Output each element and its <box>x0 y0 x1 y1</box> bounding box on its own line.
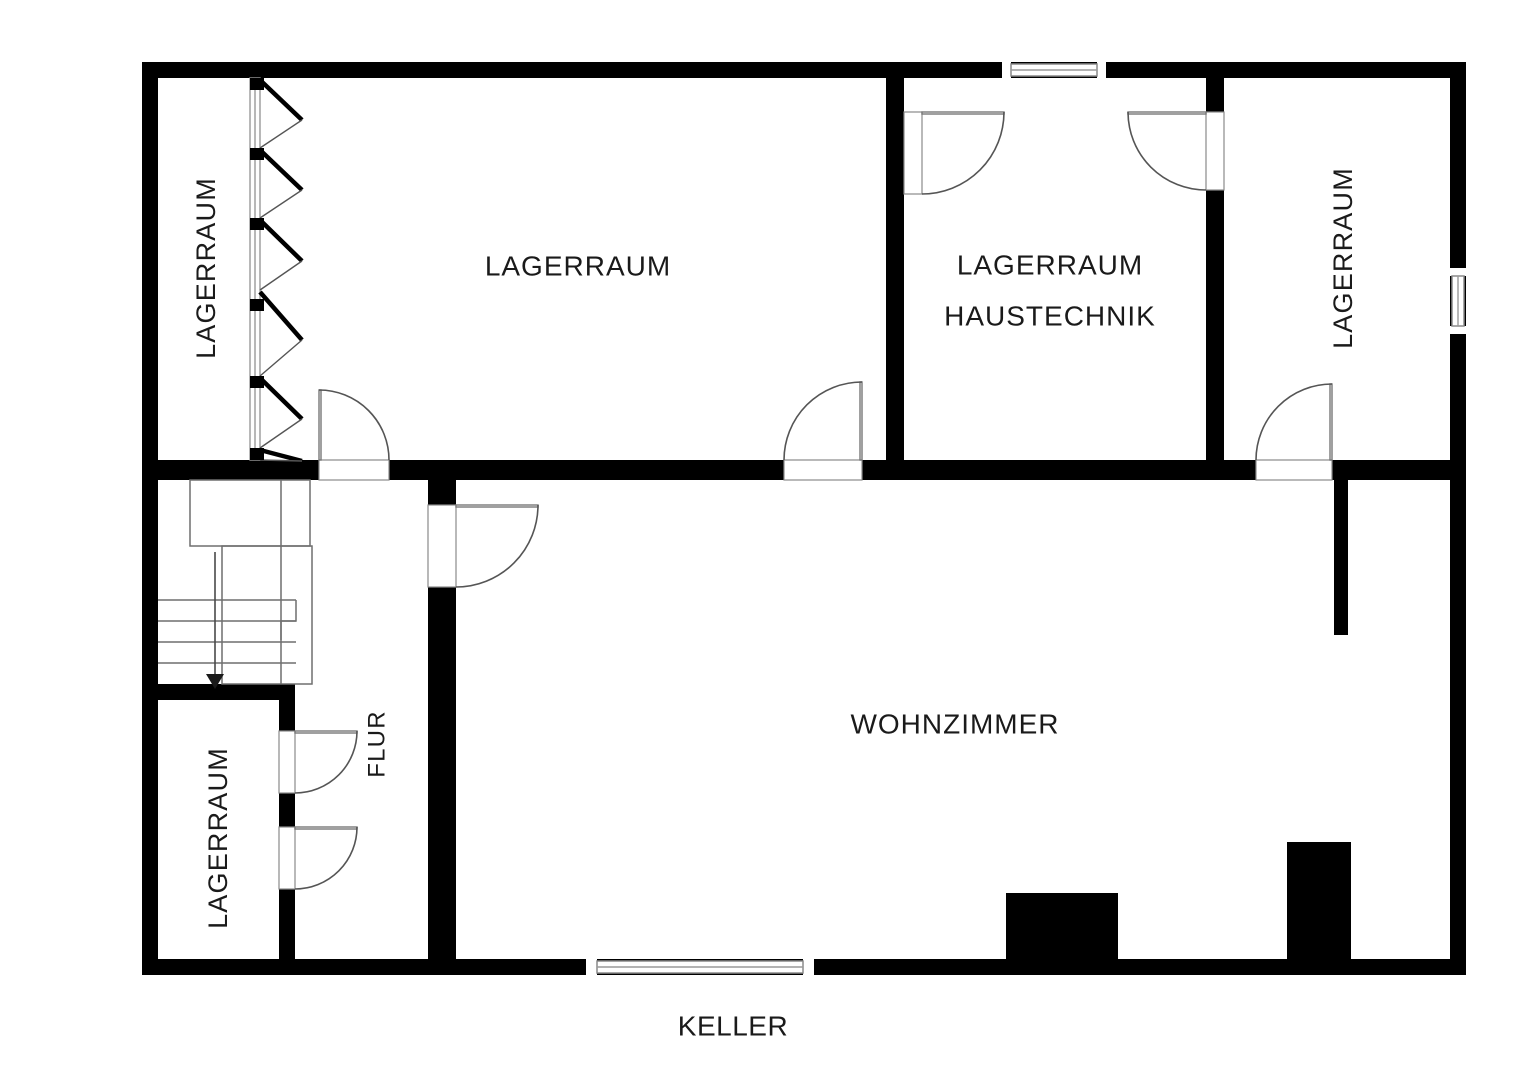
folding-partition-lagerraum-left-panel-6b <box>259 459 303 462</box>
folding-partition-lagerraum-left-panel-5a <box>258 376 304 421</box>
folding-partition-lagerraum-left-panel-1a <box>258 78 304 122</box>
pillar-right <box>1287 842 1351 959</box>
room-label-lagerraum-haustechnik: LAGERRAUM <box>957 249 1143 280</box>
door-lagerraum-lower-lower-leaf-opening <box>279 827 295 889</box>
partition-haustechnik-left <box>886 62 904 460</box>
folding-partition-lagerraum-left-panel-4a <box>258 290 304 342</box>
door-lagerraum-lower-upper-leaf-opening-outline <box>278 730 296 794</box>
door-lagerraum-right-upper[interactable] <box>1255 383 1333 481</box>
door-lagerraum-lower-upper-leaf-swing <box>294 730 358 794</box>
room-label-lagerraum-haustechnik-line2: HAUSTECHNIK <box>944 300 1156 331</box>
door-flur-wohnzimmer[interactable] <box>427 504 539 588</box>
folding-partition-lagerraum-left-hinge-5 <box>250 376 264 388</box>
walls-group <box>142 62 1466 975</box>
window-east-lagerraum-reveal-bottom <box>1450 326 1466 334</box>
pillar-center <box>1006 893 1118 959</box>
doors-group <box>278 111 1333 890</box>
windows-group <box>586 62 1466 975</box>
door-lagerraum-left-upper-opening <box>319 460 389 480</box>
folding-partition-lagerraum-left-panel-1b <box>259 119 303 149</box>
staircase-down-nosing <box>280 600 297 684</box>
door-haustechnik-east-leaf <box>1127 111 1207 115</box>
door-lagerraum-main-upper-leaf <box>859 381 863 461</box>
window-south-wohnzimmer <box>586 959 814 975</box>
folding-partition-lagerraum-left-hinge-3 <box>250 218 264 230</box>
room-label-lagerraum-right-upper: LAGERRAUM <box>1328 167 1358 349</box>
staircase-down-landing <box>189 479 311 547</box>
folding-partition-lagerraum-left-hinge-1 <box>250 78 264 90</box>
door-lagerraum-lower-upper-leaf-leaf <box>294 730 358 734</box>
window-east-lagerraum <box>1450 268 1466 334</box>
door-lagerraum-lower-upper-leaf-opening <box>279 731 295 793</box>
folding-partition-door <box>249 77 304 464</box>
staircase-icon <box>158 479 313 689</box>
room-labels-group: LAGERRAUM LAGERRAUM LAGERRAUM HAUSTECHNIK LA… <box>191 167 1358 929</box>
folding-partition-lagerraum-left-panel-2b <box>259 189 303 219</box>
folding-partition-lagerraum-left-panel-3a <box>258 218 304 263</box>
window-south-wohnzimmer-reveal-left <box>586 959 597 975</box>
plan-caption: KELLER <box>678 1010 788 1041</box>
door-lagerraum-main-upper-swing <box>783 381 863 461</box>
folding-partition-lagerraum-left-hinge-6 <box>250 448 264 460</box>
room-label-flur: FLUR <box>363 710 390 777</box>
door-lagerraum-right-upper-leaf <box>1329 383 1333 461</box>
window-top-haustechnik-reveal-right <box>1097 62 1106 78</box>
door-lagerraum-left-upper[interactable] <box>318 389 390 481</box>
door-lagerraum-main-upper-opening <box>784 460 862 480</box>
door-lagerraum-lower-lower-leaf-opening-outline <box>278 826 296 890</box>
exterior-left <box>142 62 158 975</box>
door-lagerraum-right-upper-opening <box>1256 460 1332 480</box>
door-lagerraum-right-upper-swing <box>1255 383 1333 461</box>
folding-partition-lagerraum-left-hinge-4 <box>250 299 264 311</box>
right-wall-stub <box>1334 480 1348 635</box>
door-lagerraum-right-upper-opening-outline <box>1255 459 1333 481</box>
door-lagerraum-left-upper-opening-outline <box>318 459 390 481</box>
door-flur-wohnzimmer-swing <box>455 504 539 588</box>
door-lagerraum-main-upper-opening-outline <box>783 459 863 481</box>
folding-partition-lagerraum-left-panel-3b <box>259 260 303 291</box>
door-haustechnik-west-opening <box>904 112 922 194</box>
door-lagerraum-left-upper-swing <box>318 389 390 461</box>
window-top-haustechnik-reveal-left <box>1002 62 1011 78</box>
folding-partition-lagerraum-left-hinge-2 <box>250 148 264 160</box>
door-haustechnik-west-opening-outline <box>903 111 923 195</box>
door-haustechnik-west[interactable] <box>903 111 1005 195</box>
folding-partition-lagerraum-left-panel-4b <box>259 339 303 377</box>
door-haustechnik-west-swing <box>921 111 1005 195</box>
room-label-lagerraum-left-lower: LAGERRAUM <box>203 747 233 929</box>
door-haustechnik-east-opening <box>1206 112 1224 190</box>
window-south-wohnzimmer-reveal-right <box>803 959 814 975</box>
room-label-lagerraum-main-upper: LAGERRAUM <box>485 250 671 281</box>
window-east-lagerraum-reveal-top <box>1450 268 1466 276</box>
folding-partition-lagerraum-left-panel-2a <box>258 148 304 192</box>
door-lagerraum-left-upper-leaf <box>318 389 322 461</box>
room-label-lagerraum-left-upper: LAGERRAUM <box>191 177 221 359</box>
door-haustechnik-west-leaf <box>921 111 1005 115</box>
folding-partition-lagerraum-left-panel-5b <box>259 418 303 449</box>
exterior-top <box>142 62 1466 78</box>
door-lagerraum-lower-lower-leaf-swing <box>294 826 358 890</box>
door-haustechnik-east-swing <box>1127 111 1207 191</box>
door-lagerraum-lower-upper-leaf[interactable] <box>278 730 358 794</box>
door-lagerraum-main-upper[interactable] <box>783 381 863 481</box>
staircase-down-run <box>221 545 313 685</box>
door-lagerraum-lower-lower-leaf[interactable] <box>278 826 358 890</box>
folding-partition-lagerraum-left-panel-6a <box>259 447 303 464</box>
door-lagerraum-lower-lower-leaf-leaf <box>294 826 358 830</box>
door-flur-wohnzimmer-opening-outline <box>427 504 457 588</box>
exterior-right <box>1450 62 1466 975</box>
room-label-wohnzimmer: WOHNZIMMER <box>850 708 1059 739</box>
door-flur-wohnzimmer-leaf <box>455 504 539 508</box>
door-flur-wohnzimmer-opening <box>428 505 456 587</box>
door-haustechnik-east[interactable] <box>1127 111 1225 191</box>
staircase-down-arrow-head <box>206 674 224 689</box>
door-haustechnik-east-opening-outline <box>1205 111 1225 191</box>
window-top-haustechnik <box>1002 62 1106 78</box>
stair-base-wall <box>158 684 295 700</box>
pillars-group <box>1006 842 1351 959</box>
